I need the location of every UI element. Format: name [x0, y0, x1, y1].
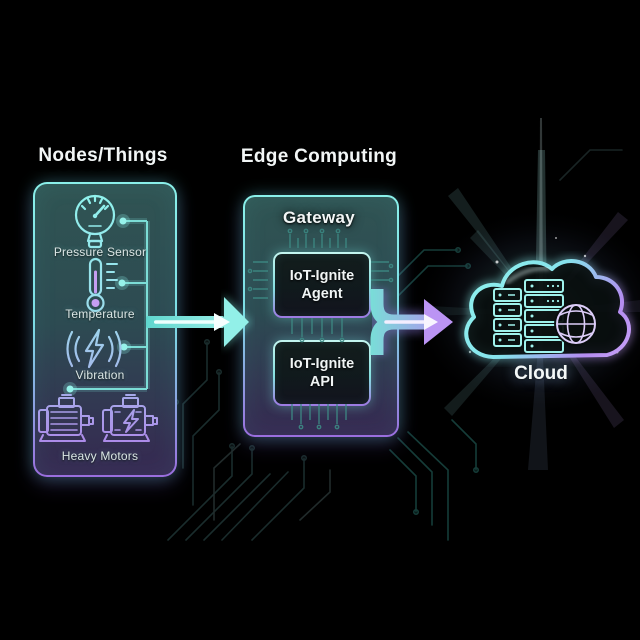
- temperature-label: Temperature: [65, 307, 135, 321]
- edge-computing-heading: Edge Computing: [240, 146, 398, 167]
- vibration-label: Vibration: [75, 368, 125, 382]
- agent-label-line2: Agent: [301, 286, 343, 302]
- api-label-line1: IoT-Ignite: [289, 356, 355, 372]
- heavy-motors-label: Heavy Motors: [61, 449, 139, 463]
- cloud-starburst: [413, 118, 640, 470]
- nodes-things-heading: Nodes/Things: [38, 145, 168, 166]
- cloud-label: Cloud: [514, 363, 568, 384]
- gateway-title: Gateway: [282, 208, 356, 227]
- globe-icon: [554, 302, 598, 346]
- api-label-line2: API: [309, 374, 335, 390]
- iot-ignite-api-box: IoT-Ignite API: [273, 340, 371, 406]
- pressure-sensor-label: Pressure Sensor: [53, 245, 147, 259]
- cloud-outline-icon: [461, 256, 634, 362]
- iot-ignite-agent-box: IoT-Ignite Agent: [273, 252, 371, 318]
- server-rack-icon: [493, 279, 564, 353]
- agent-label-line1: IoT-Ignite: [289, 268, 355, 284]
- nodes-things-panel: [33, 182, 177, 477]
